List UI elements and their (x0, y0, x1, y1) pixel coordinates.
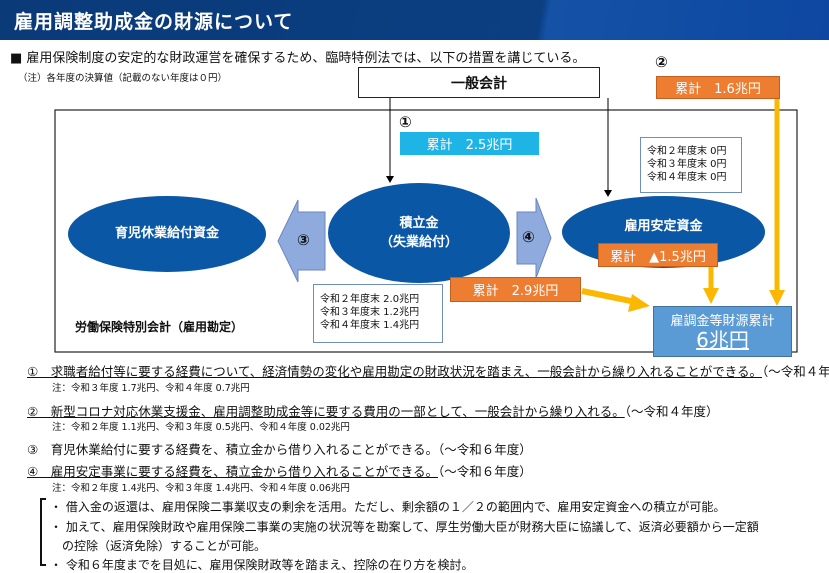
reserve-note: 令和３年度末 1.2兆円 (320, 307, 420, 318)
general-account-box: 一般会計 (358, 67, 600, 98)
bullet-3: ・ 令和６年度までを目処に、雇用保険財政等を踏まえ、控除の在り方を検討。 (50, 558, 474, 572)
header-banner (0, 0, 829, 40)
bullet-1: ・ 借入金の返還は、雇用保険二事業収支の剰余を活用。ただし、剰余額の１／２の範囲… (50, 500, 726, 514)
childcare-fund-label: 育児休業給付資金 (114, 226, 219, 242)
marker-2: ② (655, 53, 668, 71)
reserve-sublabel: （失業給付） (379, 235, 458, 250)
result-box: 雇調金等財源累計 6兆円 (653, 306, 792, 357)
marker-1: ① (399, 113, 412, 131)
item-1-tail: （～令和４年度） (761, 364, 829, 379)
bullet-2: ・ 加えて、雇用保険財政や雇用保険二事業の実施の状況等を勘案して、厚生労働大臣が… (50, 520, 759, 534)
bracket (40, 498, 46, 566)
total-4-label: 累計 2.9兆円 (450, 277, 581, 302)
stabilization-label: 雇用安定資金 (624, 219, 703, 235)
stab-note: 令和４年度末 0円 (647, 172, 727, 183)
item-2-text: ② 新型コロナ対応休業支援金、雇用調整助成金等に要する費用の一部として、一般会計… (27, 404, 625, 419)
top-note: （注）各年度の決算値（記載のない年度は０円） (18, 73, 228, 84)
lead-text: ■ 雇用保険制度の安定的な財政運営を確保するため、臨時特例法では、以下の措置を講… (10, 51, 586, 66)
marker-3: ③ (297, 231, 310, 249)
item-2-tail: （～令和４年度） (624, 404, 719, 419)
total-2-label: 累計 1.6兆円 (656, 76, 780, 99)
stab-notes: 令和２年度末 0円 令和３年度末 0円 令和４年度末 0円 (640, 137, 742, 193)
item-1: ① 求職者給付等に要する経費について、経済情勢の変化や雇用勘定の財政状況を踏まえ… (27, 361, 829, 380)
result-label: 雇調金等財源累計 (670, 314, 775, 329)
item-1-note: 注：令和３年度 1.7兆円、令和４年度 0.7兆円 (52, 383, 250, 394)
reserve-note: 令和２年度末 2.0兆円 (320, 294, 420, 305)
reserve-note: 令和４年度末 1.4兆円 (320, 320, 420, 331)
special-account-label: 労働保険特別会計（雇用勘定） (75, 320, 244, 334)
childcare-fund: 育児休業給付資金 (68, 196, 266, 272)
stab-note: 令和２年度末 0円 (647, 146, 727, 157)
item-2-note: 注：令和２年度 1.1兆円、令和３年度 0.5兆円、令和４年度 0.02兆円 (52, 422, 350, 433)
item-4-note: 注：令和２年度 1.4兆円、令和３年度 1.4兆円、令和４年度 0.06兆円 (52, 483, 350, 494)
total-stab-label: 累計 ▲1.5兆円 (598, 243, 718, 267)
item-4-tail: （～令和６年度） (437, 464, 532, 479)
reserve-label: 積立金 (399, 215, 439, 231)
item-3: ③ 育児休業給付に要する経費を、積立金から借り入れることができる。（～令和６年度… (27, 442, 532, 457)
bullet-2-cont: の控除（返済免除）することが可能。 (50, 539, 267, 553)
reserve-fund: 積立金 （失業給付） (328, 183, 510, 283)
arrow-3-shape (277, 199, 326, 283)
arrow-4-shape (516, 197, 552, 279)
total-1-label: 累計 2.5兆円 (400, 132, 539, 155)
reserve-notes: 令和２年度末 2.0兆円 令和３年度末 1.2兆円 令和４年度末 1.4兆円 (313, 284, 443, 343)
page-title: 雇用調整助成金の財源について (14, 11, 294, 33)
marker-4: ④ (522, 228, 535, 246)
stab-note: 令和３年度末 0円 (647, 159, 727, 170)
special-account-frame (54, 109, 798, 353)
item-4: ④ 雇用安定事業に要する経費を、積立金から借り入れることができる。（～令和６年度… (27, 461, 532, 480)
item-1-text: ① 求職者給付等に要する経費について、経済情勢の変化や雇用勘定の財政状況を踏まえ… (27, 364, 762, 379)
item-2: ② 新型コロナ対応休業支援金、雇用調整助成金等に要する費用の一部として、一般会計… (27, 401, 718, 420)
result-value: 6兆円 (696, 328, 749, 352)
item-4-text: ④ 雇用安定事業に要する経費を、積立金から借り入れることができる。 (27, 464, 438, 479)
